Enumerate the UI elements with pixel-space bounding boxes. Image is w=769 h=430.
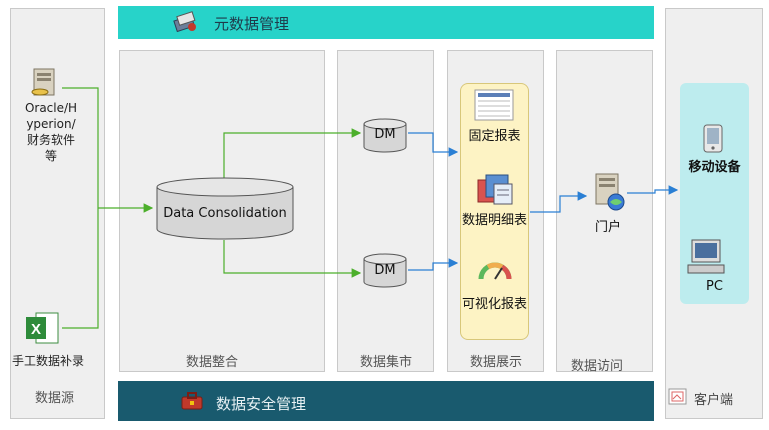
consolidation-cylinder xyxy=(156,177,294,240)
portal-server-icon xyxy=(595,173,625,211)
dm-top-label: DM xyxy=(374,127,396,142)
consolidation-to-dm-bottom-arrow xyxy=(223,240,362,278)
display-column-label: 数据展示 xyxy=(470,355,523,370)
mart-panel: 数据集市 xyxy=(337,50,434,372)
pc-label: PC xyxy=(706,279,723,294)
client-label: 客户端 xyxy=(694,393,734,408)
dm-bottom-cylinder xyxy=(363,253,407,288)
excel-icon: X xyxy=(26,312,59,344)
consolidation-to-dm-top-arrow xyxy=(223,128,362,180)
database-server-icon xyxy=(31,68,55,96)
dm-top-to-fixed-report-arrow xyxy=(408,132,459,157)
access-panel: 数据访问 xyxy=(556,50,653,374)
browser-icon xyxy=(668,388,687,405)
metadata-icon xyxy=(173,11,196,33)
mart-column-label: 数据集市 xyxy=(360,355,413,370)
dm-bottom-to-visual-report-arrow xyxy=(408,258,459,271)
metadata-management-title: 元数据管理 xyxy=(214,15,290,33)
detail-report-icon xyxy=(477,174,513,205)
manual-connector xyxy=(62,208,99,329)
access-column-label: 数据访问 xyxy=(571,359,624,374)
mobile-device-label: 移动设备 xyxy=(688,160,741,175)
integration-column-label: 数据整合 xyxy=(186,355,239,370)
detail-report-label: 数据明细表 xyxy=(461,213,527,228)
detail-to-portal-arrow xyxy=(530,191,588,213)
portal-to-client-arrow xyxy=(627,185,679,195)
data-security-banner: 数据安全管理 xyxy=(118,381,654,421)
manual-source-label: 手工数据补录 xyxy=(12,354,85,368)
mobile-device-icon xyxy=(703,124,723,153)
source-panel: 数据源 xyxy=(10,8,105,419)
fixed-report-label: 固定报表 xyxy=(468,129,521,144)
gauge-icon xyxy=(478,262,512,280)
dm-top-cylinder xyxy=(363,118,407,153)
fixed-report-icon xyxy=(474,89,514,121)
metadata-management-banner: 元数据管理 xyxy=(118,6,654,39)
dm-bottom-label: DM xyxy=(374,263,396,278)
visual-report-label: 可视化报表 xyxy=(461,297,527,312)
data-security-title: 数据安全管理 xyxy=(216,395,307,413)
oracle-connector xyxy=(62,87,99,208)
reports-container xyxy=(460,83,529,340)
pc-icon xyxy=(687,239,725,274)
portal-label: 门户 xyxy=(594,220,621,235)
source-column-label: 数据源 xyxy=(35,391,75,406)
oracle-source-label: Oracle/H yperion/ 财务软件 等 xyxy=(24,101,78,163)
svg-text:X: X xyxy=(31,321,41,338)
toolbox-icon xyxy=(181,392,203,410)
consolidation-label: Data Consolidation xyxy=(163,206,287,221)
